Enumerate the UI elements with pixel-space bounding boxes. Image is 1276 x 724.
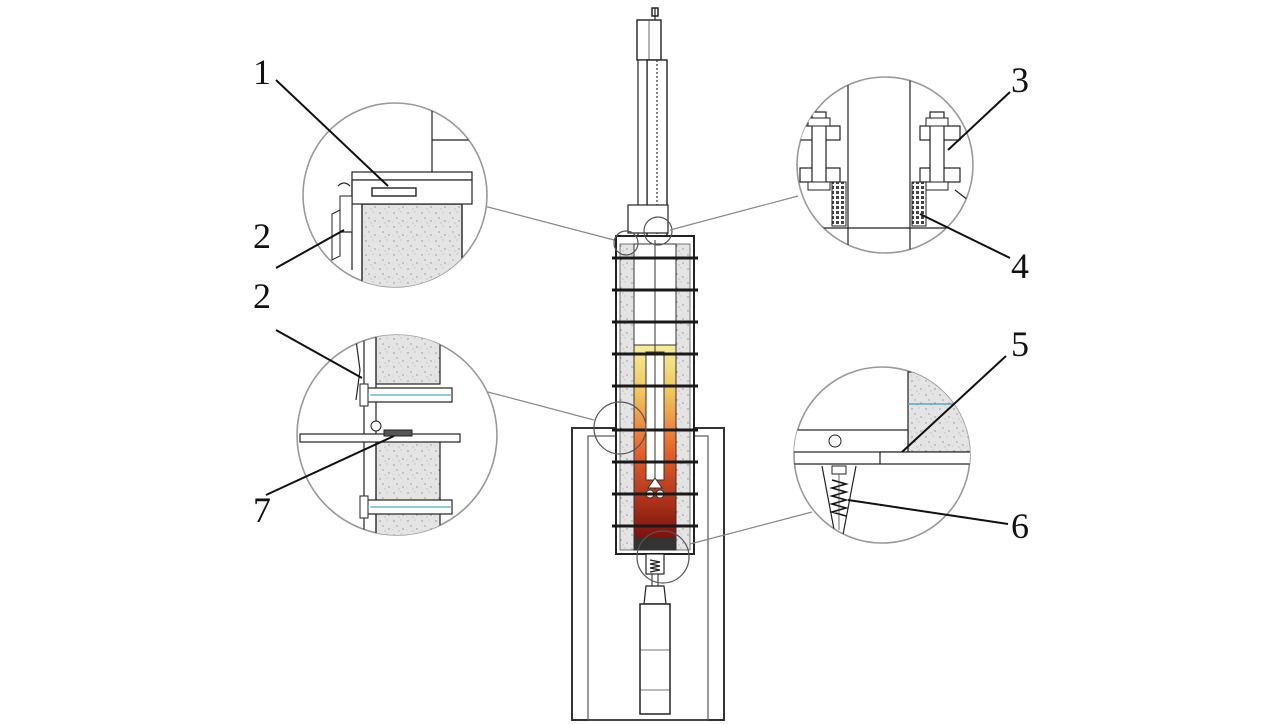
clamp-bands (612, 256, 698, 528)
label-1: 1 (253, 52, 271, 92)
part-labels: 1 2 7 3 4 5 6 (253, 52, 1029, 546)
label-7: 7 (253, 490, 271, 530)
top-rod (627, 7, 669, 241)
detail-bottom-right (793, 366, 971, 544)
lower-drive (639, 553, 671, 715)
detail-markers (593, 216, 690, 584)
label-4: 4 (1011, 246, 1029, 286)
label-3: 3 (1011, 60, 1029, 100)
label-2-lower: 2 (253, 276, 271, 316)
detail-connectors (483, 195, 813, 545)
main-apparatus (571, 7, 725, 721)
label-5: 5 (1011, 324, 1029, 364)
detail-middle-left (296, 334, 498, 536)
leader-lines (265, 79, 1011, 525)
detail-top-right (796, 76, 974, 254)
detail-top-left (302, 102, 488, 288)
furnace-body (612, 235, 698, 555)
label-6: 6 (1011, 506, 1029, 546)
label-2-upper: 2 (253, 216, 271, 256)
